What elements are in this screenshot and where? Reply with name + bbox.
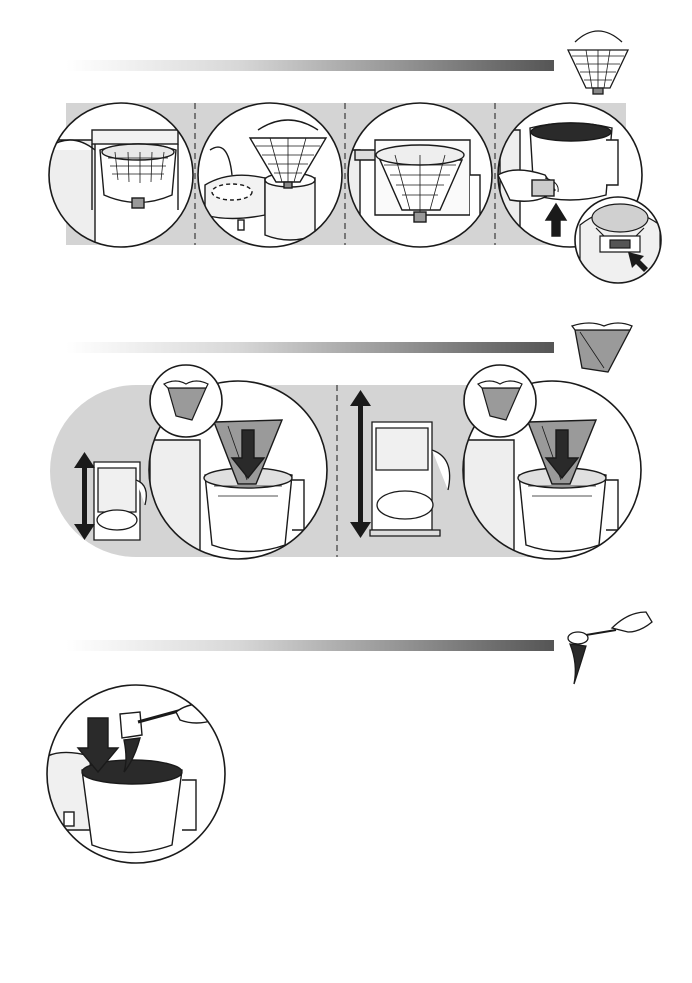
permanent-filter-insert-illustration (348, 103, 492, 247)
section-header-bar (66, 342, 554, 353)
filter-basket-icon (568, 31, 628, 94)
paper-filter-icon (572, 323, 632, 372)
paper-filter-small-icon (150, 365, 222, 437)
section-ground-coffee (44, 612, 652, 863)
add-ground-coffee-illustration (44, 685, 225, 863)
section-header-bar (66, 640, 554, 651)
paper-filter-large-icon (464, 365, 536, 437)
filter-holder-removal-illustration (198, 103, 342, 247)
section-filter-holder (40, 31, 661, 285)
release-button-detail-illustration (575, 197, 661, 285)
small-carafe-illustration (94, 462, 146, 540)
section-header-bar (66, 60, 554, 71)
section-paper-filter (50, 323, 641, 560)
coffee-maker-open-lid-illustration (40, 103, 193, 250)
measuring-spoon-icon (568, 612, 652, 684)
